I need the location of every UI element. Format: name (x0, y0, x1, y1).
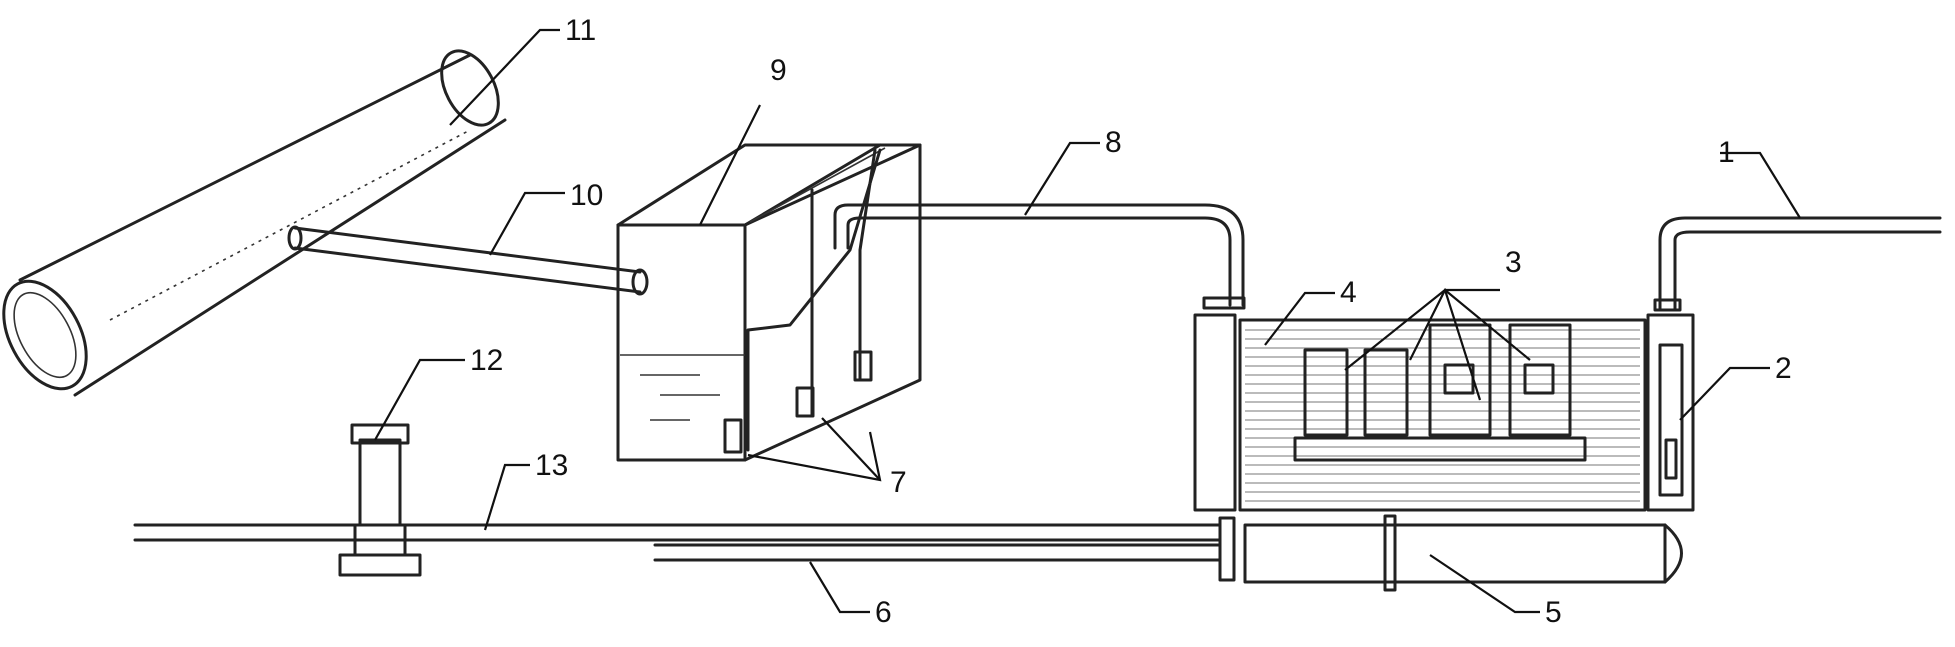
label-10: 10 (570, 179, 603, 212)
main-unit (1193, 216, 1942, 512)
label-6: 6 (875, 596, 892, 629)
small-pipe (287, 225, 649, 296)
label-4: 4 (1340, 276, 1357, 309)
pump-12 (338, 423, 422, 577)
pipe-8 (833, 203, 1246, 310)
large-pipe (2, 49, 507, 397)
labels: 11 10 9 8 1 2 3 4 5 6 7 12 13 (470, 14, 1792, 629)
label-7: 7 (890, 466, 907, 499)
pump-c (853, 350, 873, 382)
label-1: 1 (1718, 136, 1735, 169)
compressor-4 (1508, 323, 1572, 437)
label-9: 9 (770, 54, 787, 87)
lower-vessel (1218, 514, 1683, 592)
label-11: 11 (565, 14, 596, 47)
label-3: 3 (1505, 246, 1522, 279)
compressor-1 (1303, 348, 1349, 437)
body-hatching (1245, 329, 1640, 502)
compressor-2 (1363, 348, 1409, 437)
label-5: 5 (1545, 596, 1562, 629)
pump-b (795, 386, 815, 418)
tank (616, 143, 922, 462)
compressor-3 (1428, 323, 1492, 437)
pipe-13 (133, 523, 1222, 542)
label-12: 12 (470, 344, 503, 377)
label-2: 2 (1775, 352, 1792, 385)
label-13: 13 (535, 449, 568, 482)
leader-lines (374, 28, 1801, 614)
pipe-6 (653, 543, 1222, 562)
label-8: 8 (1105, 126, 1122, 159)
pump-a (723, 418, 743, 454)
